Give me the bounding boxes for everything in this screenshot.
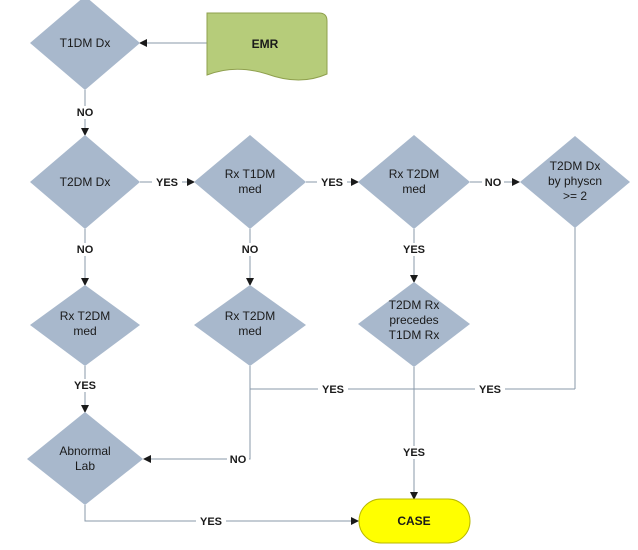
node-t2dm-dx-physcn-line1: T2DM Dx <box>550 159 601 173</box>
node-rx-t1dm-med: Rx T1DM med <box>194 135 306 229</box>
node-abnormal-lab: Abnormal Lab <box>27 412 143 505</box>
node-t2dm-dx-physcn-line2: by physcn <box>548 174 602 188</box>
node-rx-t2dm-med-mid-line2: med <box>238 324 261 338</box>
node-case-label: CASE <box>397 514 430 528</box>
node-t2dm-rx-precedes: T2DM Rx precedes T1DM Rx <box>358 282 470 367</box>
edge-label-physcn-yes: YES <box>479 384 501 396</box>
node-emr-label: EMR <box>252 37 279 51</box>
node-t2dm-dx: T2DM Dx <box>30 135 140 229</box>
edge-label-rxt2left-yes: YES <box>74 380 96 392</box>
node-t1dm-dx: T1DM Dx <box>30 0 140 90</box>
node-t2dm-rx-precedes-line2: precedes <box>389 313 438 327</box>
edge-label-precedes-yes-v: YES <box>403 447 425 459</box>
node-t2dm-rx-precedes-line1: T2DM Rx <box>389 298 440 312</box>
edge-label-t2dm-yes: YES <box>156 177 178 189</box>
edge-label-lab-yes: YES <box>200 516 222 528</box>
edge-label-rxt1-no: NO <box>242 244 259 256</box>
edge-lab-to-case <box>84 505 359 525</box>
node-rx-t2dm-med-top: Rx T2DM med <box>358 135 470 229</box>
node-t2dm-dx-physcn: T2DM Dx by physcn >= 2 <box>520 136 630 228</box>
node-emr: EMR <box>206 12 328 81</box>
edge-label-rxt2-no: NO <box>485 177 502 189</box>
edge-label-mid-no: NO <box>230 454 247 466</box>
node-abnormal-lab-line2: Lab <box>75 459 95 473</box>
edge-label-t1dm-no: NO <box>77 107 94 119</box>
node-rx-t1dm-med-line2: med <box>238 182 261 196</box>
edge-label-precedes-yes-h: YES <box>322 384 344 396</box>
edge-label-rxt2-yes: YES <box>403 244 425 256</box>
node-abnormal-lab-line1: Abnormal <box>59 444 110 458</box>
edge-labels: NO YES YES NO NO NO YES YES NO YES YES Y… <box>70 106 505 528</box>
node-t2dm-dx-physcn-line3: >= 2 <box>563 189 587 203</box>
node-rx-t2dm-med-mid-line1: Rx T2DM <box>225 309 275 323</box>
edge-rxt2mid-to-lab <box>143 366 251 463</box>
node-rx-t2dm-med-left-line1: Rx T2DM <box>60 309 110 323</box>
edge-label-rxt1-yes: YES <box>321 177 343 189</box>
node-rx-t2dm-med-top-line1: Rx T2DM <box>389 167 439 181</box>
edge-label-t2dm-no: NO <box>77 244 94 256</box>
edges <box>81 39 576 525</box>
node-t1dm-dx-label: T1DM Dx <box>60 36 111 50</box>
node-t2dm-rx-precedes-line3: T1DM Rx <box>389 328 440 342</box>
node-rx-t2dm-med-left-line2: med <box>73 324 96 338</box>
node-rx-t1dm-med-line1: Rx T1DM <box>225 167 275 181</box>
node-rx-t2dm-med-mid: Rx T2DM med <box>194 285 306 366</box>
node-case: CASE <box>358 498 471 544</box>
node-rx-t2dm-med-left: Rx T2DM med <box>30 285 140 366</box>
node-t2dm-dx-label: T2DM Dx <box>60 175 111 189</box>
nodes: T1DM Dx EMR T2DM Dx Rx T1DM med Rx T2DM … <box>27 0 630 544</box>
node-rx-t2dm-med-top-line2: med <box>402 182 425 196</box>
